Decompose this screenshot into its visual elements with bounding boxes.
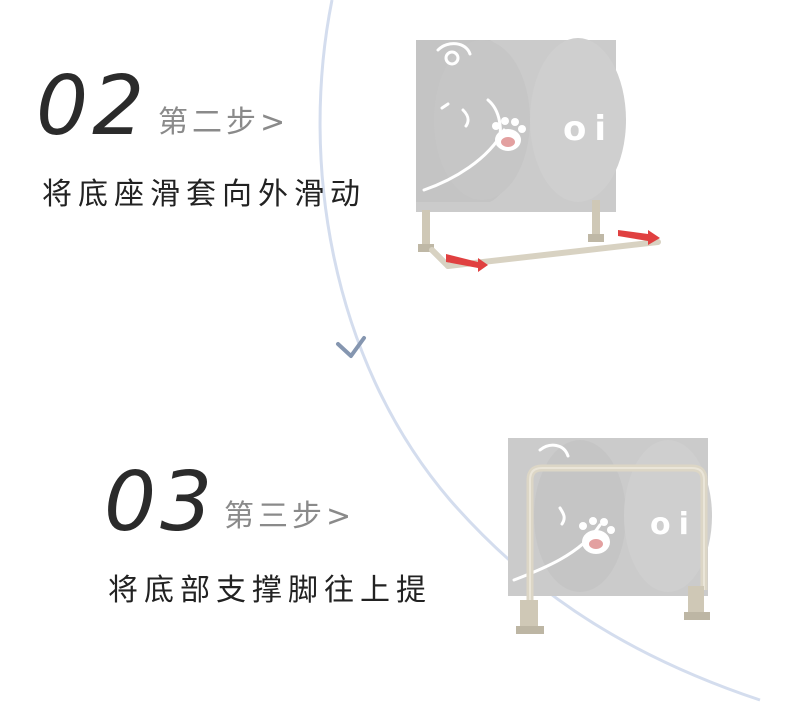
step-number: 02	[36, 59, 149, 154]
step-label: 第三步>	[224, 499, 356, 534]
step-2: 02 第二步> 将底座滑套向外滑动	[0, 0, 790, 300]
bed-rail-image: oi	[416, 38, 661, 272]
step-number: 03	[104, 455, 217, 550]
step-label: 第二步>	[158, 105, 290, 140]
panel-print: oi	[563, 109, 614, 149]
chevron-down-icon	[336, 336, 366, 358]
step-description: 将底座滑套向外滑动	[42, 177, 366, 212]
step-3: 03 第三步> 将底部支撑脚往上提 oi	[0, 400, 790, 708]
step-description: 将底部支撑脚往上提	[108, 573, 432, 608]
panel-print: oi	[650, 507, 697, 542]
bed-rail-image: oi	[508, 438, 712, 634]
